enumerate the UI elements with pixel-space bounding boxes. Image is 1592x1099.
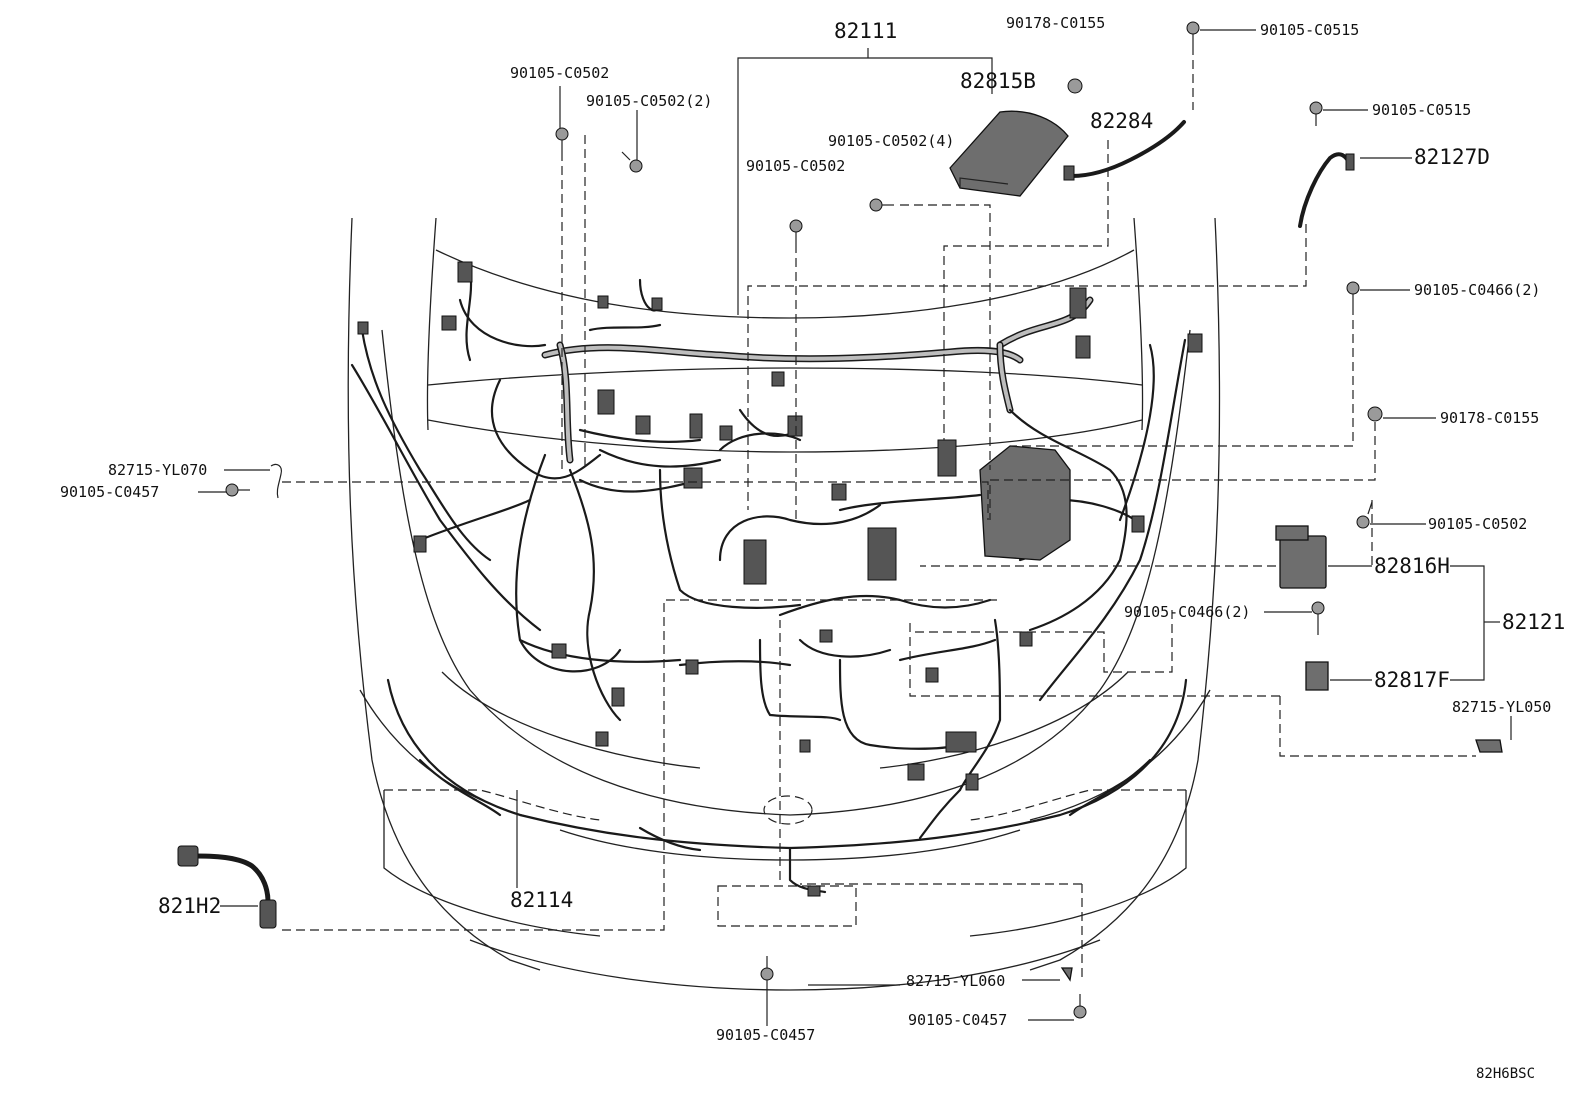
label-82121: 82121 [1502,610,1565,634]
label-90105-c0466-2-right: 90105-C0466(2) [1414,281,1540,299]
bolt-icon [225,483,250,497]
nut-icon [1367,406,1383,422]
label-90105-c0502-2: 90105-C0502(2) [586,92,712,110]
label-82815b: 82815B [960,69,1036,93]
bolt-icon [1186,21,1200,46]
label-90105-c0457-bottom-center: 90105-C0457 [716,1026,815,1044]
label-90105-c0502-left: 90105-C0502 [510,64,609,82]
fastener-labels: 90178-C0155 90105-C0515 90105-C0502 9010… [60,14,1551,1044]
bolt-icon [555,127,569,152]
bolt-icon [869,198,894,212]
bracket-82715-yl050 [1475,739,1503,753]
vehicle-outline [347,217,1221,991]
label-90178-c0155-right: 90178-C0155 [1440,409,1539,427]
diagram-reference-code: 82H6BSC [1476,1066,1535,1082]
part-82817f [1305,661,1329,691]
bolt-icon [1309,101,1323,126]
bolt-icon [789,219,803,244]
part-821h2-sensor-cable [177,845,277,929]
label-82114: 82114 [510,888,573,912]
label-90105-c0515-top: 90105-C0515 [1260,21,1359,39]
harness-connectors [357,261,1203,897]
label-82715-yl060: 82715-YL060 [906,972,1005,990]
label-90105-c0502-4: 90105-C0502(4) [828,132,954,150]
part-82127d-cable [1298,152,1355,228]
part-82284-cable [1063,120,1186,181]
label-82715-yl050: 82715-YL050 [1452,698,1551,716]
label-90105-c0457-bottom-right: 90105-C0457 [908,1011,1007,1029]
bolt-icon [760,956,774,981]
leader-lines [198,29,1512,1026]
clip-82715-yl070 [270,463,282,499]
label-90105-c0502-right: 90105-C0502 [1428,515,1527,533]
bolt-icon [621,151,643,173]
callout-lines [282,46,1476,982]
label-90105-c0466-2-mid: 90105-C0466(2) [1124,603,1250,621]
nut-icon [1067,78,1083,94]
bolt-icon [1356,501,1373,529]
clip-82715-yl060 [1060,967,1073,982]
relay-82816h [1275,525,1327,589]
label-82817f: 82817F [1374,668,1450,692]
label-90105-c0515-right: 90105-C0515 [1372,101,1471,119]
label-90105-c0457-left: 90105-C0457 [60,483,159,501]
bolt-icon [1346,281,1360,306]
fuse-block-82815b [949,110,1069,197]
label-82816h: 82816H [1374,554,1450,578]
label-821h2: 821H2 [158,894,221,918]
label-82715-yl070: 82715-YL070 [108,461,207,479]
label-90178-c0155-top: 90178-C0155 [1006,14,1105,32]
relay-block [979,445,1071,561]
label-90105-c0502-mid: 90105-C0502 [746,157,845,175]
fastener-symbols [225,21,1383,1019]
bolt-icon [1073,994,1087,1019]
part-number-labels: 82111 82815B 82284 82127D 82816H 82121 8… [158,19,1565,918]
label-82127d: 82127D [1414,145,1490,169]
bolt-icon [1311,601,1325,626]
label-82284: 82284 [1090,109,1153,133]
label-82111: 82111 [834,19,897,43]
